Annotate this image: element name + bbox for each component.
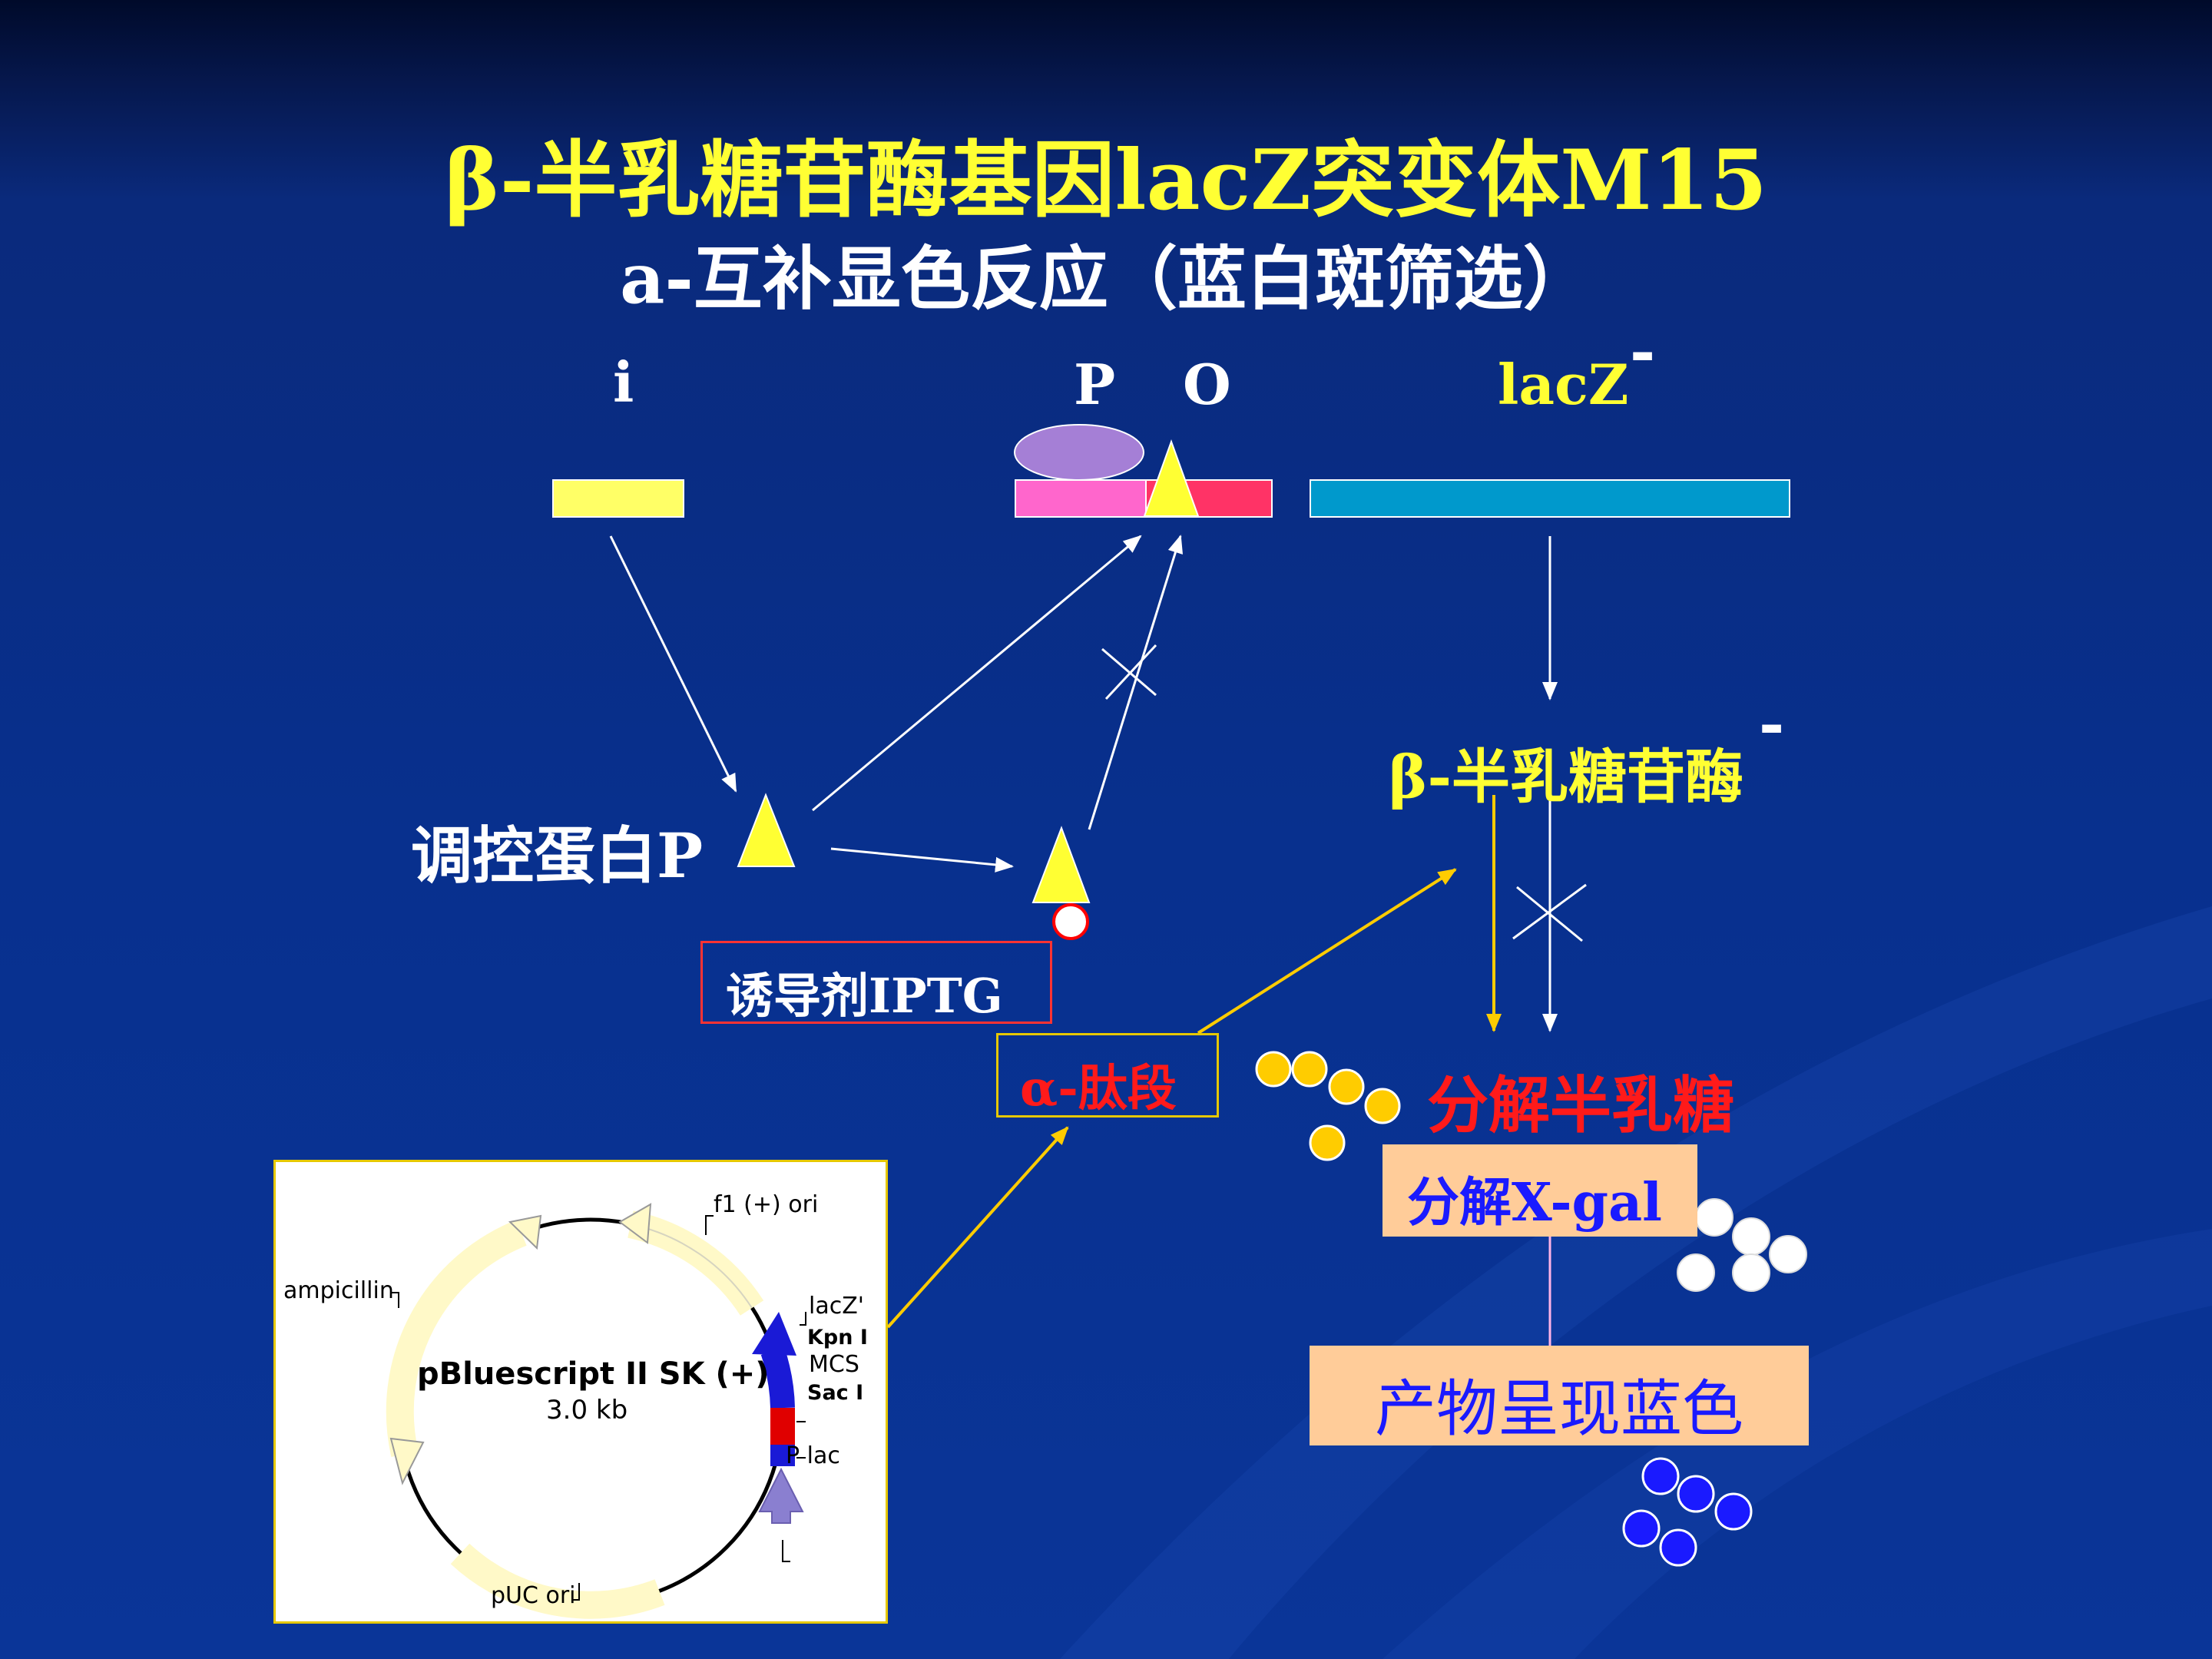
arrow-repressor-to-iptg: [830, 847, 1014, 873]
slide-title: β-半乳糖苷酶基因lacZ突变体M15: [445, 132, 1767, 229]
arrow-blocked-to-operator: [1088, 535, 1184, 830]
plac-arrow: [758, 1467, 804, 1524]
arrow-repressor-to-operator: [812, 535, 1142, 812]
regulator-protein-label: 调控蛋白P: [411, 820, 704, 892]
plasmid-size: 3.0 kb: [546, 1395, 628, 1426]
promoter-bar: [1015, 479, 1147, 518]
arrow-plasmid-to-alpha: [886, 1126, 1069, 1329]
xgal-label: 分解X-gal: [1407, 1172, 1662, 1233]
arrow-alpha-to-enzyme: [1197, 868, 1457, 1035]
decompose-galactose-label: 分解半乳糖: [1427, 1069, 1734, 1141]
xgal-dot: [1732, 1253, 1770, 1292]
blue-product-dot: [1641, 1457, 1680, 1495]
ampicillin-label: ampicillin: [283, 1277, 394, 1304]
lacz-gene-bar: [1310, 479, 1790, 518]
galactose-dot: [1255, 1051, 1292, 1088]
sac-label: Sac I: [807, 1381, 864, 1405]
blue-product-dot: [1659, 1528, 1697, 1567]
xgal-box: 分解X-gal: [1382, 1144, 1697, 1237]
inducer-box: 诱导剂IPTG: [700, 941, 1052, 1024]
blue-product-dot: [1622, 1509, 1661, 1548]
iptg-circle: [1052, 903, 1089, 940]
promoter-label: P: [1074, 352, 1116, 417]
cross-mark-1a: [1101, 647, 1157, 697]
galactose-dot: [1291, 1051, 1328, 1088]
lacz-minus-sign: -: [1630, 315, 1656, 387]
xgal-dot: [1695, 1198, 1734, 1237]
blue-product-dot: [1677, 1475, 1715, 1513]
plasmid-name: pBluescript II SK (+): [417, 1356, 770, 1392]
blue-product-label: 产物呈现蓝色: [1375, 1373, 1743, 1445]
f1-ori-arc: [627, 1210, 764, 1316]
xgal-dot: [1769, 1235, 1807, 1273]
slide-subtitle: a-互补显色反应（蓝白斑筛选）: [620, 238, 1592, 320]
ampicillin-arrowhead: [389, 1437, 425, 1485]
plac-label: P lac: [786, 1442, 840, 1469]
gene-i-label: i: [613, 349, 634, 415]
rna-polymerase-ellipse: [1014, 424, 1144, 481]
galactose-dot: [1309, 1124, 1346, 1161]
operator-label: O: [1183, 352, 1231, 417]
alpha-peptide-label: α-肽段: [1020, 1060, 1177, 1118]
puc-ori-label: pUC ori: [491, 1582, 576, 1609]
alpha-peptide-box: α-肽段: [996, 1033, 1219, 1118]
lacz-label: lacZ: [1498, 352, 1629, 417]
puc-ori-arc: [450, 1543, 665, 1619]
repressor-on-operator: [1143, 439, 1200, 517]
f1-ori-label: f1 (+) ori: [714, 1191, 819, 1218]
enzyme-label: β-半乳糖苷酶: [1389, 743, 1744, 811]
plasmid-map-panel: pBluescript II SK (+) 3.0 kb f1 (+) ori …: [273, 1160, 888, 1624]
lacz-prime-segment: [760, 1346, 795, 1409]
plasmid-map-graphic: [386, 1203, 806, 1619]
blue-product-dot: [1714, 1492, 1753, 1531]
ampicillin-arc: [386, 1220, 527, 1457]
mcs-label: MCS: [809, 1351, 859, 1378]
cross-mark-1b: [1104, 644, 1157, 700]
arrow-i-to-repressor: [609, 535, 737, 793]
cross-mark-2a: [1512, 883, 1587, 940]
galactose-dot: [1328, 1068, 1365, 1105]
lacz-prime-label: lacZ': [809, 1293, 865, 1320]
repressor-iptg-triangle: [1031, 826, 1091, 903]
enzyme-minus-sign: -: [1759, 687, 1785, 760]
mcs-segment: [770, 1408, 795, 1445]
xgal-dot: [1732, 1217, 1770, 1256]
galactose-dot: [1364, 1088, 1401, 1124]
repressor-protein-triangle: [737, 793, 796, 867]
cross-mark-2b: [1516, 886, 1583, 942]
xgal-dot: [1677, 1253, 1715, 1292]
blue-product-box: 产物呈现蓝色: [1310, 1346, 1809, 1445]
inducer-label: 诱导剂IPTG: [726, 968, 1003, 1024]
f1-ori-arrowhead: [618, 1203, 652, 1244]
lacz-prime-arrowhead: [752, 1312, 796, 1356]
gene-i-bar: [552, 479, 684, 518]
kpn-label: Kpn I: [807, 1326, 868, 1349]
